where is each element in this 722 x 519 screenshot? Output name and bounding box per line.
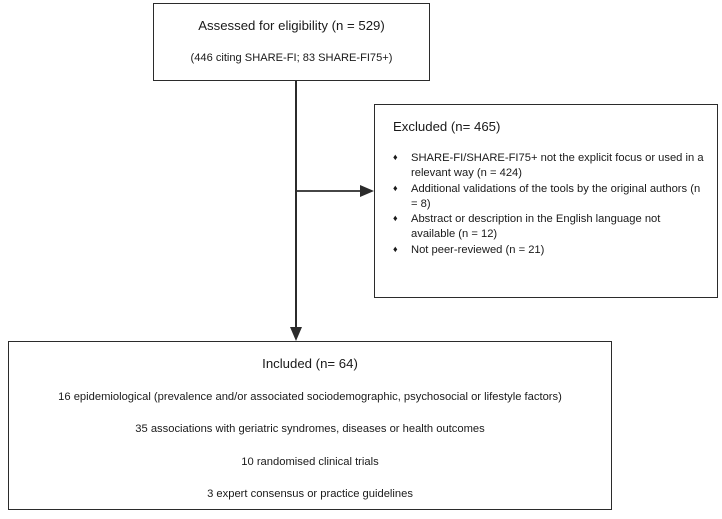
excluded-reason-text: SHARE-FI/SHARE-FI75+ not the explicit fo… bbox=[411, 151, 704, 179]
diamond-bullet-icon: ♦ bbox=[393, 213, 398, 224]
node-excluded: Excluded (n= 465) ♦ SHARE-FI/SHARE-FI75+… bbox=[374, 104, 718, 298]
list-item: ♦ SHARE-FI/SHARE-FI75+ not the explicit … bbox=[389, 151, 707, 181]
excluded-reason-text: Abstract or description in the English l… bbox=[411, 213, 661, 241]
diamond-bullet-icon: ♦ bbox=[393, 244, 398, 255]
list-item: ♦ Additional validations of the tools by… bbox=[389, 182, 707, 212]
excluded-reason-list: ♦ SHARE-FI/SHARE-FI75+ not the explicit … bbox=[389, 151, 707, 258]
included-heading: Included (n= 64) bbox=[262, 356, 358, 371]
excluded-reason-text: Additional validations of the tools by t… bbox=[411, 182, 701, 210]
assessed-title: Assessed for eligibility (n = 529) bbox=[198, 18, 385, 34]
list-item: ♦ Abstract or description in the English… bbox=[389, 212, 707, 242]
node-included: Included (n= 64) 16 epidemiological (pre… bbox=[8, 341, 612, 510]
included-category: 3 expert consensus or practice guideline… bbox=[207, 488, 413, 501]
diamond-bullet-icon: ♦ bbox=[393, 182, 398, 193]
included-category: 16 epidemiological (prevalence and/or as… bbox=[58, 390, 562, 403]
excluded-heading: Excluded (n= 465) bbox=[393, 119, 501, 134]
included-category: 35 associations with geriatric syndromes… bbox=[135, 423, 485, 436]
list-item: ♦ Not peer-reviewed (n = 21) bbox=[389, 243, 707, 258]
assessed-subtitle: (446 citing SHARE-FI; 83 SHARE-FI75+) bbox=[190, 52, 393, 65]
included-category: 10 randomised clinical trials bbox=[241, 455, 379, 468]
node-assessed-for-eligibility: Assessed for eligibility (n = 529) (446 … bbox=[153, 3, 430, 81]
diamond-bullet-icon: ♦ bbox=[393, 151, 398, 162]
excluded-reason-text: Not peer-reviewed (n = 21) bbox=[411, 244, 545, 257]
